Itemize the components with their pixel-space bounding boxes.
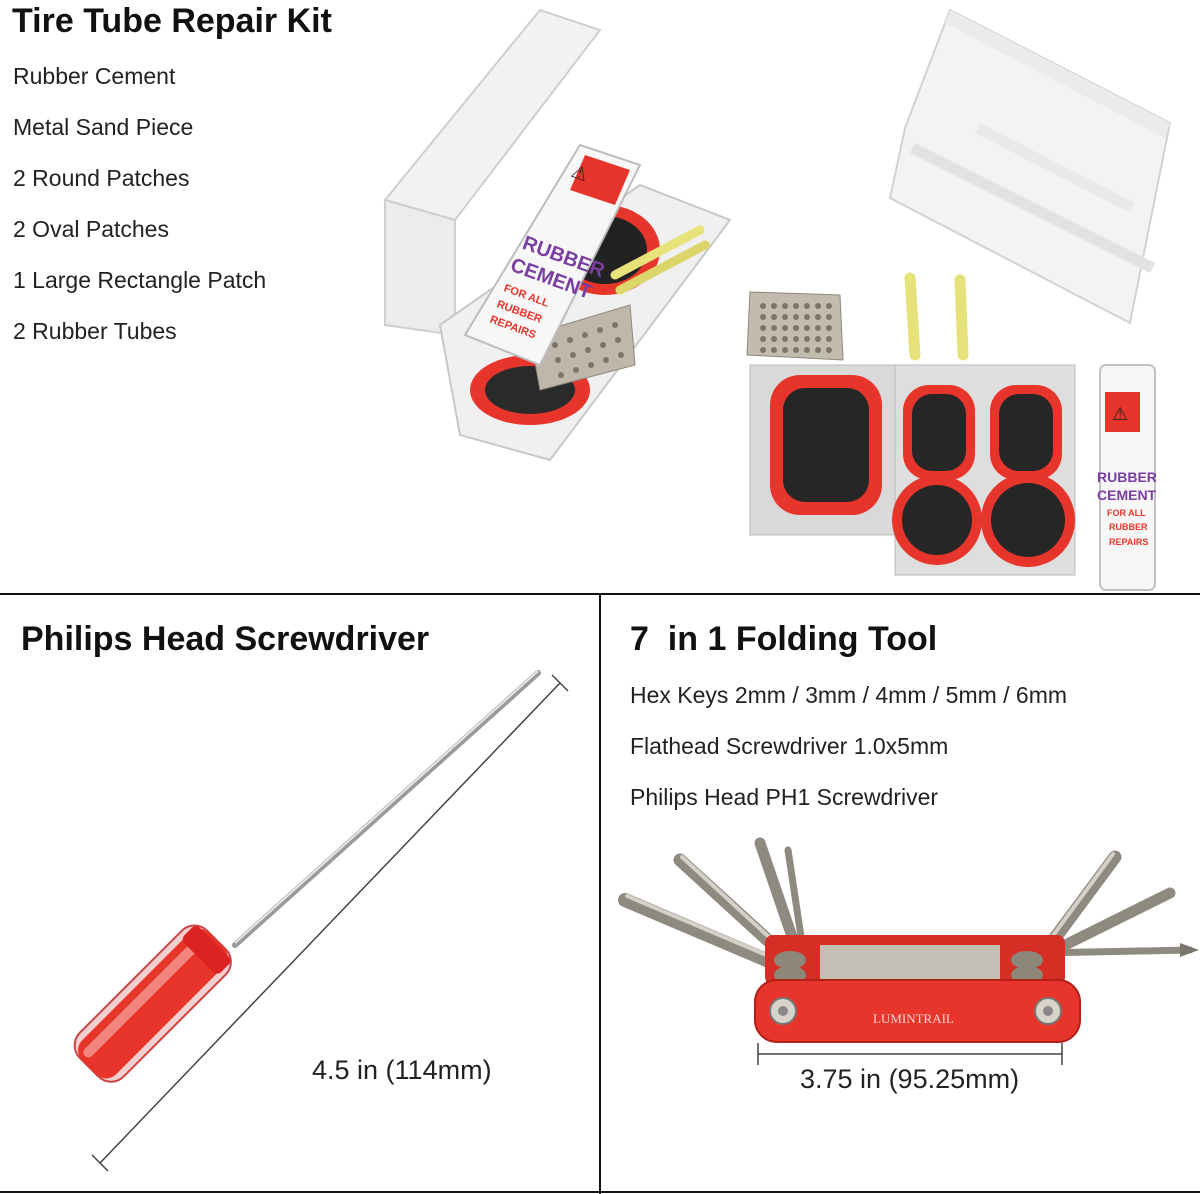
sand-piece-hole [793,325,799,331]
folding-tool-item: Flathead Screwdriver 1.0x5mm [630,733,949,759]
screwdriver-image [73,670,569,1172]
sand-piece-hole [771,314,777,320]
sand-piece-hole [815,325,821,331]
sand-piece-hole [793,314,799,320]
screwdriver-dimension: 4.5 in (114mm) [312,1055,492,1085]
sand-piece-hole [782,314,788,320]
vertical-divider [599,594,601,1194]
sand-piece-hole [826,303,832,309]
folding-tool-image: LUMINTRAIL [618,837,1199,1043]
sand-piece-hole [771,303,777,309]
folding-tool-item: Philips Head PH1 Screwdriver [630,784,939,810]
sand-piece-hole [771,336,777,342]
sand-piece-hole [815,314,821,320]
screwdriver-title: Philips Head Screwdriver [21,620,430,658]
svg-text:⚠: ⚠ [1112,404,1128,425]
tube-label-rubber-2: RUBBER [1097,469,1157,485]
closed-kit-box-image [888,8,1172,325]
sand-piece-hole [760,336,766,342]
tube-label-rubber-small-2: RUBBER [1109,522,1148,532]
sand-piece-hole [804,347,810,353]
tube-label-cement-2: CEMENT [1097,487,1157,503]
sand-piece-hole [804,325,810,331]
folding-tool-title: 7 in 1 Folding Tool [630,620,938,658]
sand-piece-hole [815,336,821,342]
sand-piece-hole [804,314,810,320]
folding-tool-dimension: 3.75 in (95.25mm) [800,1064,1020,1094]
repair-kit-item: 2 Round Patches [13,165,190,191]
sand-piece-hole [771,325,777,331]
sand-piece-hole [782,303,788,309]
sand-piece-hole [804,336,810,342]
tube-label-forall-2: FOR ALL [1107,508,1146,518]
repair-kit-item: 1 Large Rectangle Patch [13,267,267,293]
sand-piece-hole [782,336,788,342]
folding-tool-item: Hex Keys 2mm / 3mm / 4mm / 5mm / 6mm [630,682,1068,708]
repair-kit-item: 2 Rubber Tubes [13,318,177,344]
sand-piece-hole [782,325,788,331]
sand-piece-hole [771,347,777,353]
sand-piece-hole [760,303,766,309]
sand-piece-hole [760,347,766,353]
repair-kit-item: 2 Oval Patches [13,216,169,242]
repair-kit-title: Tire Tube Repair Kit [12,2,332,40]
sand-piece-hole [804,303,810,309]
sand-piece-hole [826,336,832,342]
sand-piece-hole [826,325,832,331]
sand-piece-hole [760,314,766,320]
sand-piece-hole [793,336,799,342]
sand-piece-hole [760,325,766,331]
kit-contents-image: ⚠ RUBBER CEMENT FOR ALL RUBBER REPAIRS [746,272,1157,591]
repair-kit-item: Metal Sand Piece [13,114,194,140]
sand-piece-hole [793,347,799,353]
folding-tool-measure-line [757,1043,1063,1065]
tube-label-repairs-2: REPAIRS [1109,537,1148,547]
open-kit-box-image: ⚠ RUBBER CEMENT FOR ALL RUBBER REPAIRS [383,8,732,462]
tool-brand-logo: LUMINTRAIL [873,1011,954,1026]
repair-kit-item: Rubber Cement [13,63,176,89]
sand-piece-hole [826,347,832,353]
sand-piece-hole [793,303,799,309]
sand-piece-hole [815,347,821,353]
sand-piece-hole [815,303,821,309]
sand-piece-hole [826,314,832,320]
bottom-divider [0,1191,1200,1193]
svg-text:⚠: ⚠ [568,161,590,186]
sand-piece-hole [782,347,788,353]
